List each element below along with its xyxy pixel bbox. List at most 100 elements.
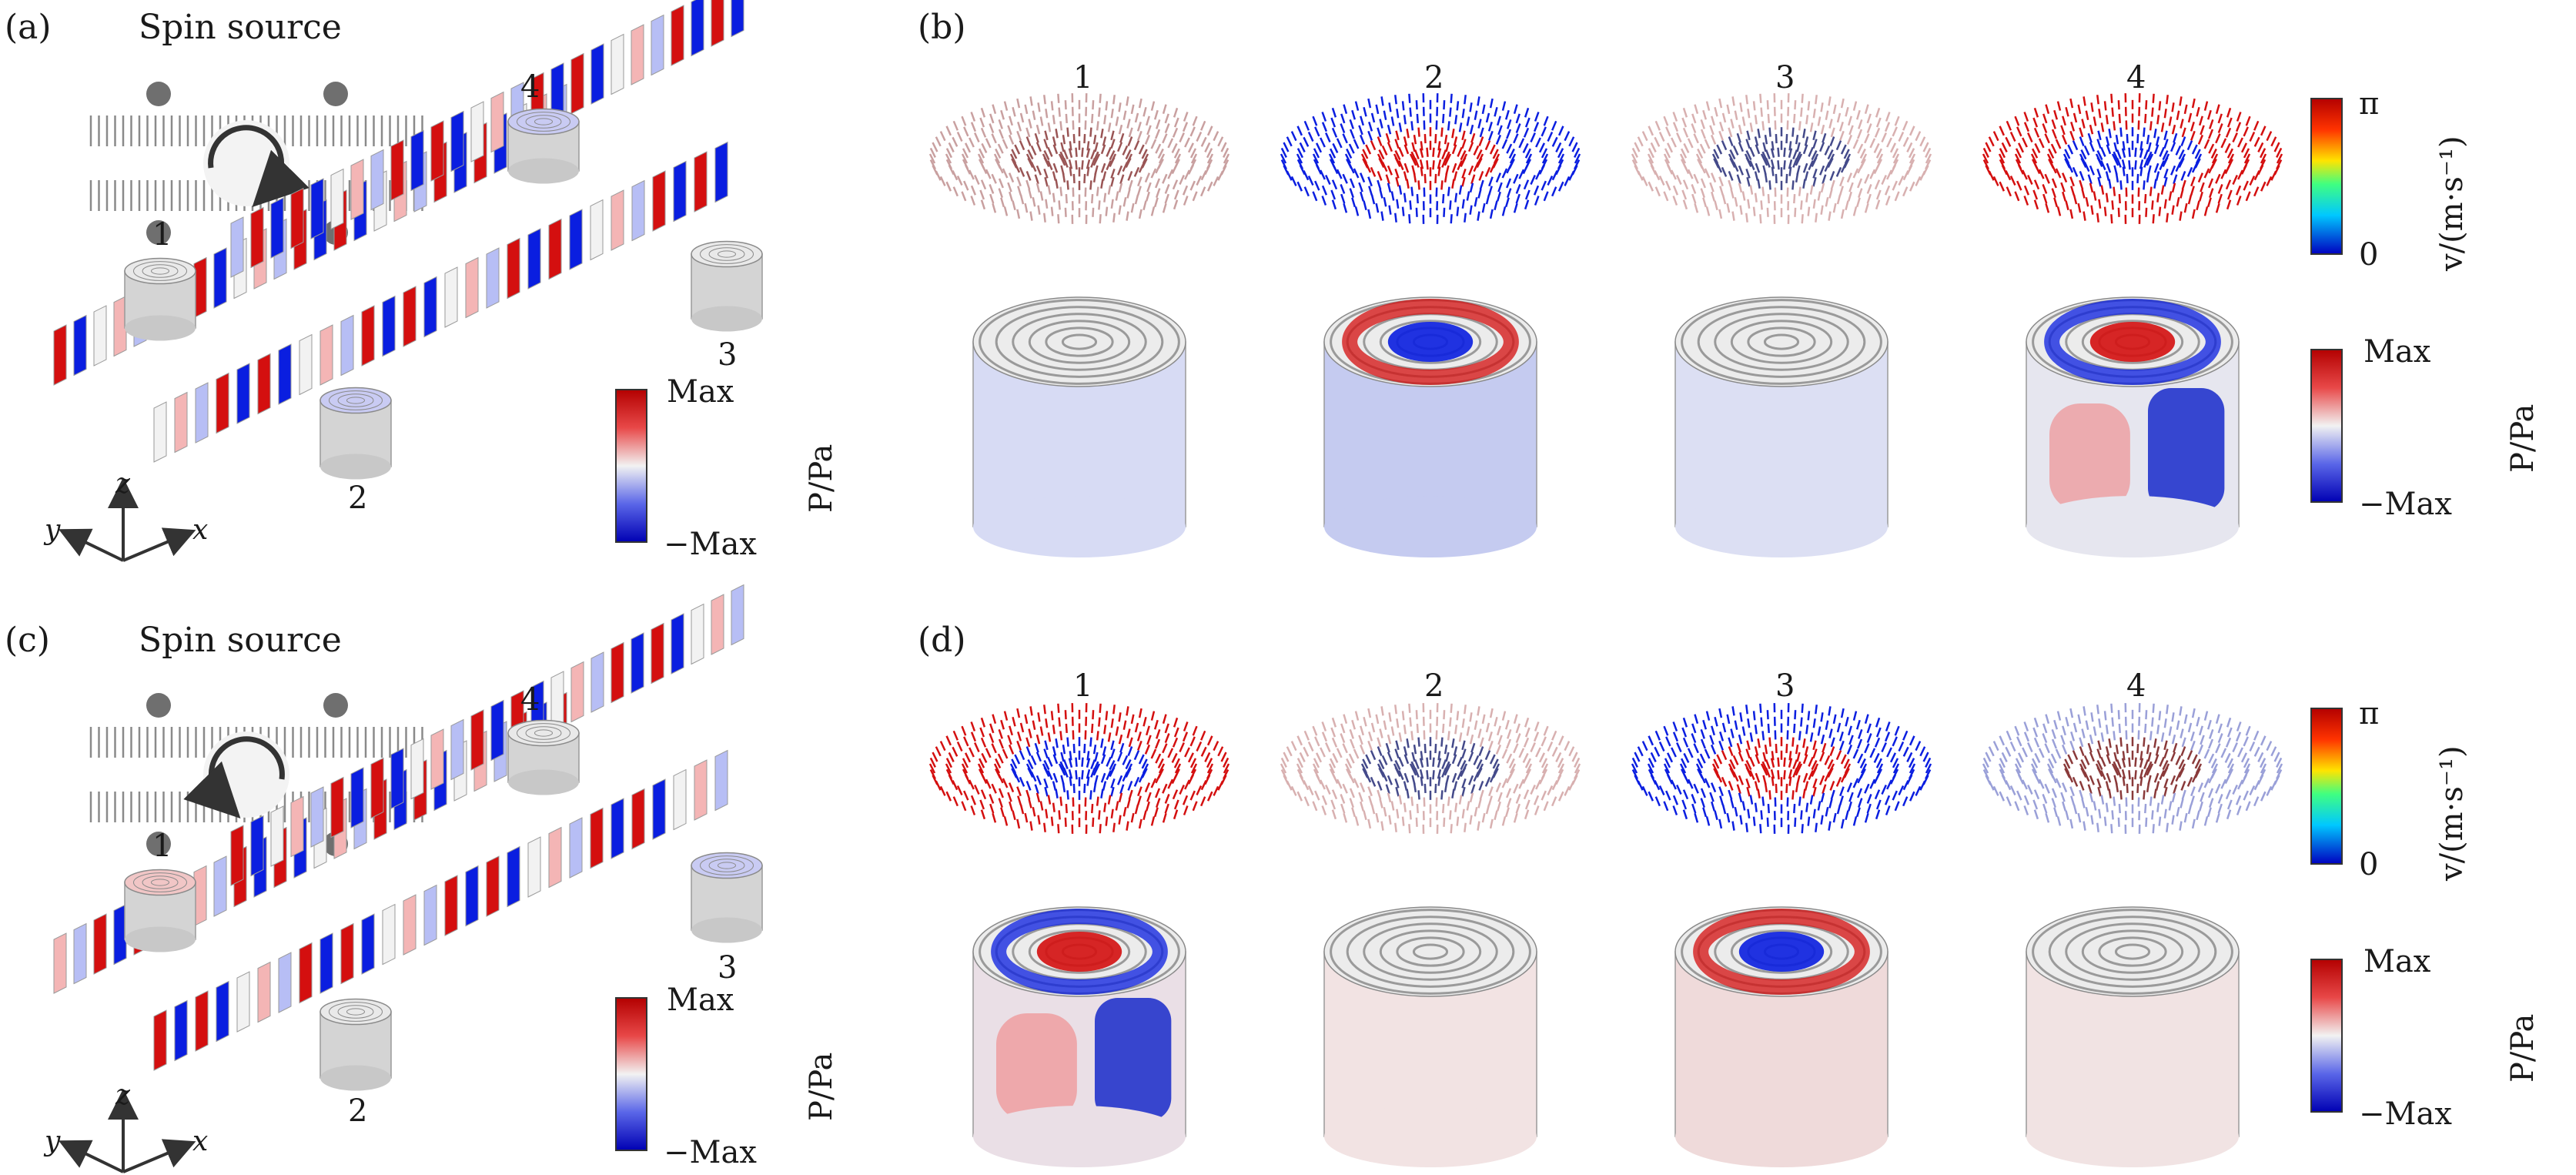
velocity-arrow (1631, 153, 1638, 164)
velocity-arrow (1564, 785, 1571, 796)
velocity-arrow (1086, 751, 1090, 761)
velocity-arrow (1982, 159, 1989, 170)
waveguide-slab (731, 0, 744, 38)
velocity-arrow (2176, 110, 2180, 120)
velocity-arrow (1829, 746, 1835, 757)
velocity-arrow (2215, 203, 2220, 213)
waveguide-slab (174, 999, 188, 1062)
velocity-arrow (1353, 778, 1360, 788)
velocity-arrow (2260, 153, 2267, 164)
velocity-arrow (2180, 728, 2184, 738)
axis-z-label: z (115, 1080, 131, 1111)
velocity-arrow (1788, 768, 1793, 779)
velocity-arrow (1342, 783, 1348, 794)
velocity-arrow (969, 779, 975, 790)
velocity-arrow (1745, 213, 1748, 223)
velocity-arrow (1024, 203, 1029, 213)
velocity-arrow (1489, 818, 1494, 829)
velocity-arrow (2175, 145, 2182, 156)
velocity-arrow (1030, 755, 1037, 765)
velocity-arrow (2139, 758, 2144, 768)
waveguide-slab (652, 170, 666, 232)
velocity-arrow (2187, 194, 2193, 205)
velocity-arrow (2033, 737, 2040, 748)
velocity-arrow (1343, 812, 1348, 823)
velocity-arrow (1011, 149, 1018, 159)
velocity-arrow (1321, 721, 1327, 731)
velocity-arrow (1394, 139, 1400, 149)
velocity-arrow (2085, 720, 2089, 730)
velocity-arrow (980, 179, 987, 190)
velocity-arrow (2106, 162, 2112, 173)
waveguide-slab (216, 372, 229, 434)
velocity-arrow (1793, 803, 1796, 814)
velocity-arrow (1892, 180, 1898, 191)
velocity-arrow (1370, 194, 1376, 205)
velocity-arrow (1457, 146, 1463, 157)
velocity-arrow (1885, 721, 1891, 731)
velocity-arrow (2105, 746, 2110, 756)
waveguide-slab (278, 952, 292, 1013)
velocity-arrow (1092, 172, 1097, 182)
velocity-arrow (1691, 193, 1697, 204)
velocity-arrow (1360, 801, 1365, 812)
velocity-arrow (1313, 159, 1320, 169)
resonator-top (124, 257, 196, 285)
velocity-arrow (2191, 98, 2196, 109)
velocity-arrow (1385, 784, 1390, 795)
velocity-arrow (2171, 815, 2175, 825)
velocity-arrow (2178, 759, 2185, 770)
velocity-arrow (2153, 129, 2157, 139)
waveguide-slab (651, 14, 664, 76)
velocity-arrow (1377, 153, 1384, 164)
velocity-arrow (1568, 746, 1575, 757)
velocity-arrow (1109, 156, 1116, 168)
velocity-arrow (1479, 179, 1484, 190)
velocity-arrow (2014, 725, 2020, 736)
velocity-arrow (2022, 169, 2028, 180)
velocity-arrow (2079, 763, 2086, 774)
velocity-arrow (2181, 127, 2186, 138)
velocity-arrow (2097, 740, 2102, 751)
velocity-arrow (1342, 133, 1348, 144)
velocity-arrow (1489, 708, 1494, 718)
pressure-lobe (1095, 998, 1172, 1121)
velocity-arrow (1713, 768, 1720, 778)
velocity-arrow (1442, 113, 1445, 124)
velocity-arrow (1648, 181, 1654, 192)
resonator-base (2026, 496, 2239, 557)
velocity-arrow (1057, 93, 1060, 103)
velocity-arrow (1342, 173, 1348, 184)
velocity-arrow (2249, 131, 2256, 142)
velocity-arrow (1460, 759, 1467, 771)
velocity-arrow (1641, 741, 1648, 752)
velocity-arrow (2176, 197, 2180, 207)
velocity-arrow (1852, 778, 1859, 788)
velocity-arrow (1379, 728, 1383, 738)
velocity-arrow (952, 746, 958, 757)
velocity-arrow (1099, 703, 1102, 713)
velocity-arrow (1083, 744, 1086, 754)
velocity-arrow (2276, 763, 2283, 774)
velocity-arrow (2118, 193, 2121, 204)
velocity-arrow (1557, 791, 1564, 802)
velocity-arrow (2243, 790, 2249, 801)
colorbar-quantity-label: P/Pa (804, 444, 839, 513)
velocity-arrow (1631, 159, 1638, 170)
waveguide-slab (270, 805, 284, 867)
velocity-arrow (1167, 169, 1174, 179)
velocity-arrow (945, 763, 952, 774)
velocity-arrow (2006, 186, 2012, 197)
velocity-arrow (1340, 123, 1346, 134)
velocity-arrow (1420, 166, 1423, 176)
velocity-arrow (1732, 772, 1739, 782)
velocity-arrow (2152, 93, 2155, 103)
velocity-arrow (1125, 157, 1132, 168)
velocity-arrow (1819, 165, 1825, 176)
velocity-arrow (1466, 116, 1470, 126)
velocity-arrow (1126, 821, 1129, 831)
velocity-arrow (1083, 783, 1086, 793)
velocity-arrow (1857, 178, 1863, 189)
velocity-arrow (1313, 768, 1320, 779)
velocity-arrow (1444, 761, 1450, 772)
